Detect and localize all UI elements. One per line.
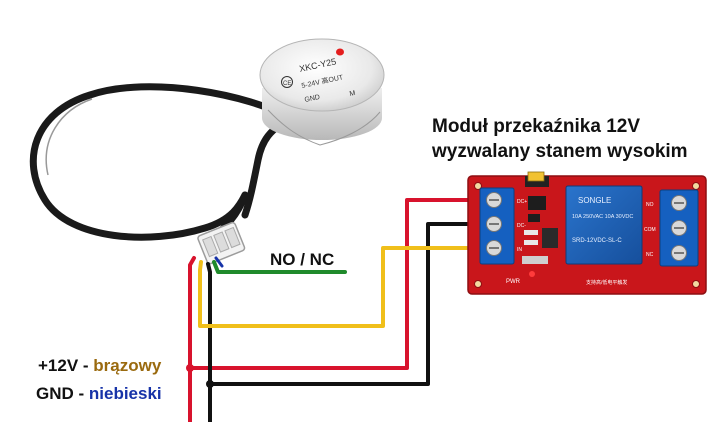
pin-label-nc: NC <box>646 252 654 258</box>
sensor-xkc-y25: XKC-Y25 CE 5-24V 高OUT GND M <box>259 38 385 146</box>
wire-signal-yellow <box>198 246 472 328</box>
relay-module: DC+ DC- IN PWR 支持高/低电平触发 SONGLE 10A 250V… <box>467 171 707 295</box>
pwr-led <box>529 271 535 277</box>
junction-power-dot <box>186 364 194 372</box>
relay-title-line-1: Moduł przekaźnika 12V <box>432 116 641 137</box>
input-terminal-block <box>479 187 515 265</box>
relay-brand: SONGLE <box>578 196 611 205</box>
sensor-pin-gnd-text: GND <box>304 94 321 104</box>
wire-ground-black <box>206 222 472 386</box>
pin-label-in: IN <box>517 247 522 253</box>
pin-label-com: COM <box>644 227 656 233</box>
wires <box>186 198 472 422</box>
sensor-led <box>336 48 344 56</box>
wire-power-red <box>188 198 472 370</box>
ground-text: GND <box>36 384 74 403</box>
relay-ratings: 10A 250VAC 10A 30VDC <box>572 214 633 220</box>
sensor-cable <box>29 83 294 244</box>
junction-ground-dot <box>206 380 214 388</box>
relay-part: SRD-12VDC-SL-C <box>572 238 622 244</box>
power-separator: - <box>78 356 94 375</box>
power-wire-color-name: brązowy <box>93 356 162 375</box>
trigger-jumper <box>525 176 549 187</box>
power-wire-label: +12V - brązowy <box>38 356 161 376</box>
pwr-label: PWR <box>506 279 521 285</box>
signal-wire-label: NO / NC <box>270 250 335 269</box>
relay-title-line-2: wyzwalany stanem wysokim <box>432 141 688 162</box>
pin-label-dc-minus: DC- <box>517 223 526 229</box>
pin-label-dc-plus: DC+ <box>517 199 527 205</box>
pin-label-no: NO <box>646 202 654 208</box>
ground-separator: - <box>73 384 89 403</box>
output-terminal-block <box>659 189 699 267</box>
sensor-pin-m-text: M <box>349 90 356 98</box>
ground-wire-label: GND - niebieski <box>36 384 162 404</box>
power-voltage-text: +12V <box>38 356 79 375</box>
optocoupler-chip <box>528 196 546 210</box>
ce-mark-icon <box>281 76 293 88</box>
ground-wire-color-name: niebieski <box>88 384 162 403</box>
wire-signal-green <box>212 260 347 274</box>
sensor-cert-text: CE <box>283 81 291 87</box>
jst-connector <box>197 221 246 265</box>
trigger-note: 支持高/低电平触发 <box>586 279 627 286</box>
relay-songle: SONGLE 10A 250VAC 10A 30VDC SRD-12VDC-SL… <box>565 185 643 265</box>
